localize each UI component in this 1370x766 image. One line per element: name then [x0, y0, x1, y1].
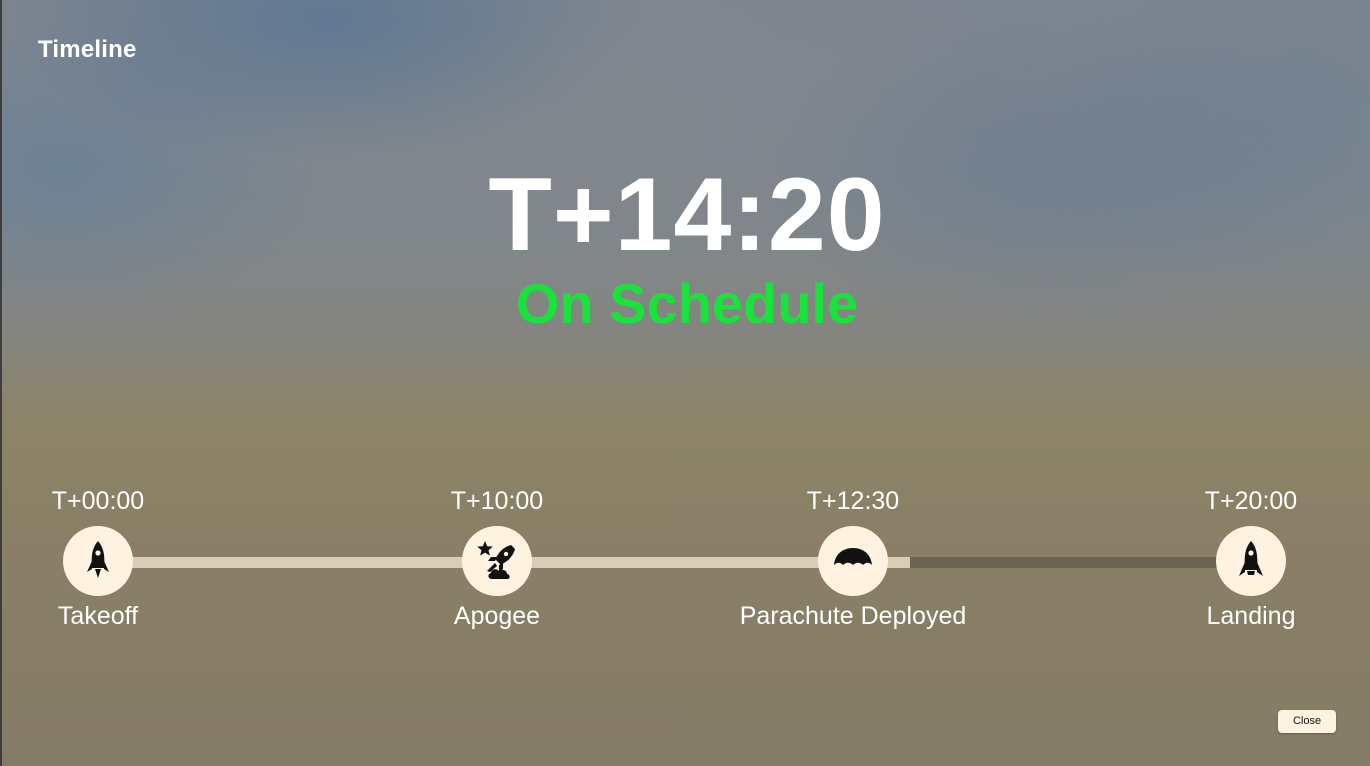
milestone-node	[63, 526, 133, 596]
parachute-icon	[834, 548, 872, 565]
milestone-takeoff: T+00:00 Takeoff	[0, 484, 238, 632]
milestone-label: Apogee	[453, 602, 541, 630]
milestone-label: Landing	[1206, 602, 1296, 630]
timeline-track-remaining	[910, 557, 1218, 568]
milestone-apogee: T+10:00 Apogee	[357, 484, 637, 632]
milestone-time: T+00:00	[51, 487, 145, 515]
rocket-star-cloud-icon	[477, 541, 515, 579]
mission-clock: T+14:20	[488, 157, 886, 273]
rocket-icon	[87, 541, 109, 578]
milestone-parachute-deployed: T+12:30 Parachute Deployed	[713, 484, 993, 632]
milestone-label: Takeoff	[57, 602, 139, 630]
milestone-node	[462, 526, 532, 596]
rocket-icon	[1239, 541, 1263, 576]
milestone-node	[818, 526, 888, 596]
milestone-node	[1216, 526, 1286, 596]
milestone-time: T+10:00	[450, 487, 544, 515]
milestone-label: Parachute Deployed	[739, 602, 967, 630]
schedule-status: On Schedule	[515, 272, 859, 335]
milestone-time: T+12:30	[806, 487, 900, 515]
close-button[interactable]: Close	[1278, 710, 1336, 733]
milestone-landing: T+20:00 Landing	[1111, 484, 1370, 632]
page-title: Timeline	[38, 36, 137, 63]
milestone-time: T+20:00	[1204, 487, 1298, 515]
